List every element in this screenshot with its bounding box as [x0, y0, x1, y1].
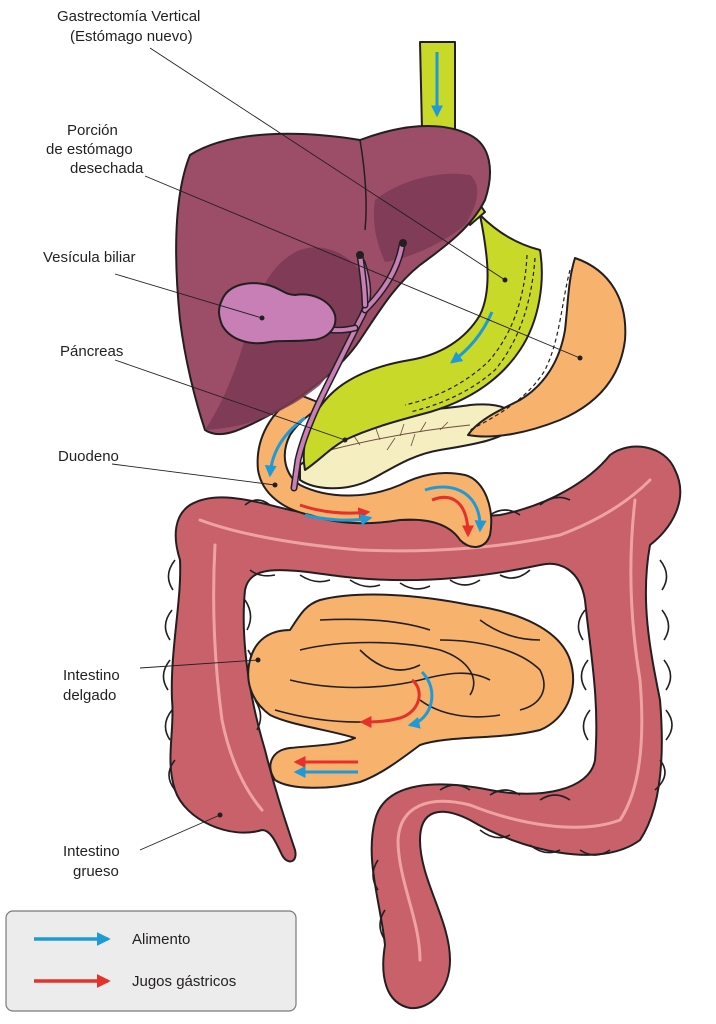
label-delgado-1: Intestino: [63, 667, 120, 684]
label-porcion-1: Porción: [67, 122, 118, 139]
leader-lines: [111, 47, 583, 851]
label-gastrectomia-1: Gastrectomía Vertical: [57, 8, 200, 25]
label-pancreas: Páncreas: [60, 343, 123, 360]
legend: Alimento Jugos gástricos: [5, 910, 297, 1012]
label-duodeno: Duodeno: [58, 448, 119, 465]
label-gastrectomia-2: (Estómago nuevo): [70, 28, 193, 45]
label-porcion-3: desechada: [70, 160, 144, 177]
removed-stomach-portion: [467, 257, 627, 438]
labels: Gastrectomía Vertical (Estómago nuevo) P…: [43, 8, 200, 880]
label-porcion-2: de estómago: [46, 141, 133, 158]
label-grueso-1: Intestino: [63, 843, 120, 860]
label-grueso-2: grueso: [73, 863, 119, 880]
legend-box: [5, 910, 297, 1012]
label-vesicula: Vesícula biliar: [43, 249, 136, 266]
small-intestine: [247, 593, 575, 789]
label-delgado-2: delgado: [63, 687, 116, 704]
legend-food-label: Alimento: [132, 931, 190, 948]
new-stomach: [302, 214, 543, 471]
large-intestine: [162, 445, 682, 1010]
legend-juice-label: Jugos gástricos: [132, 973, 236, 990]
